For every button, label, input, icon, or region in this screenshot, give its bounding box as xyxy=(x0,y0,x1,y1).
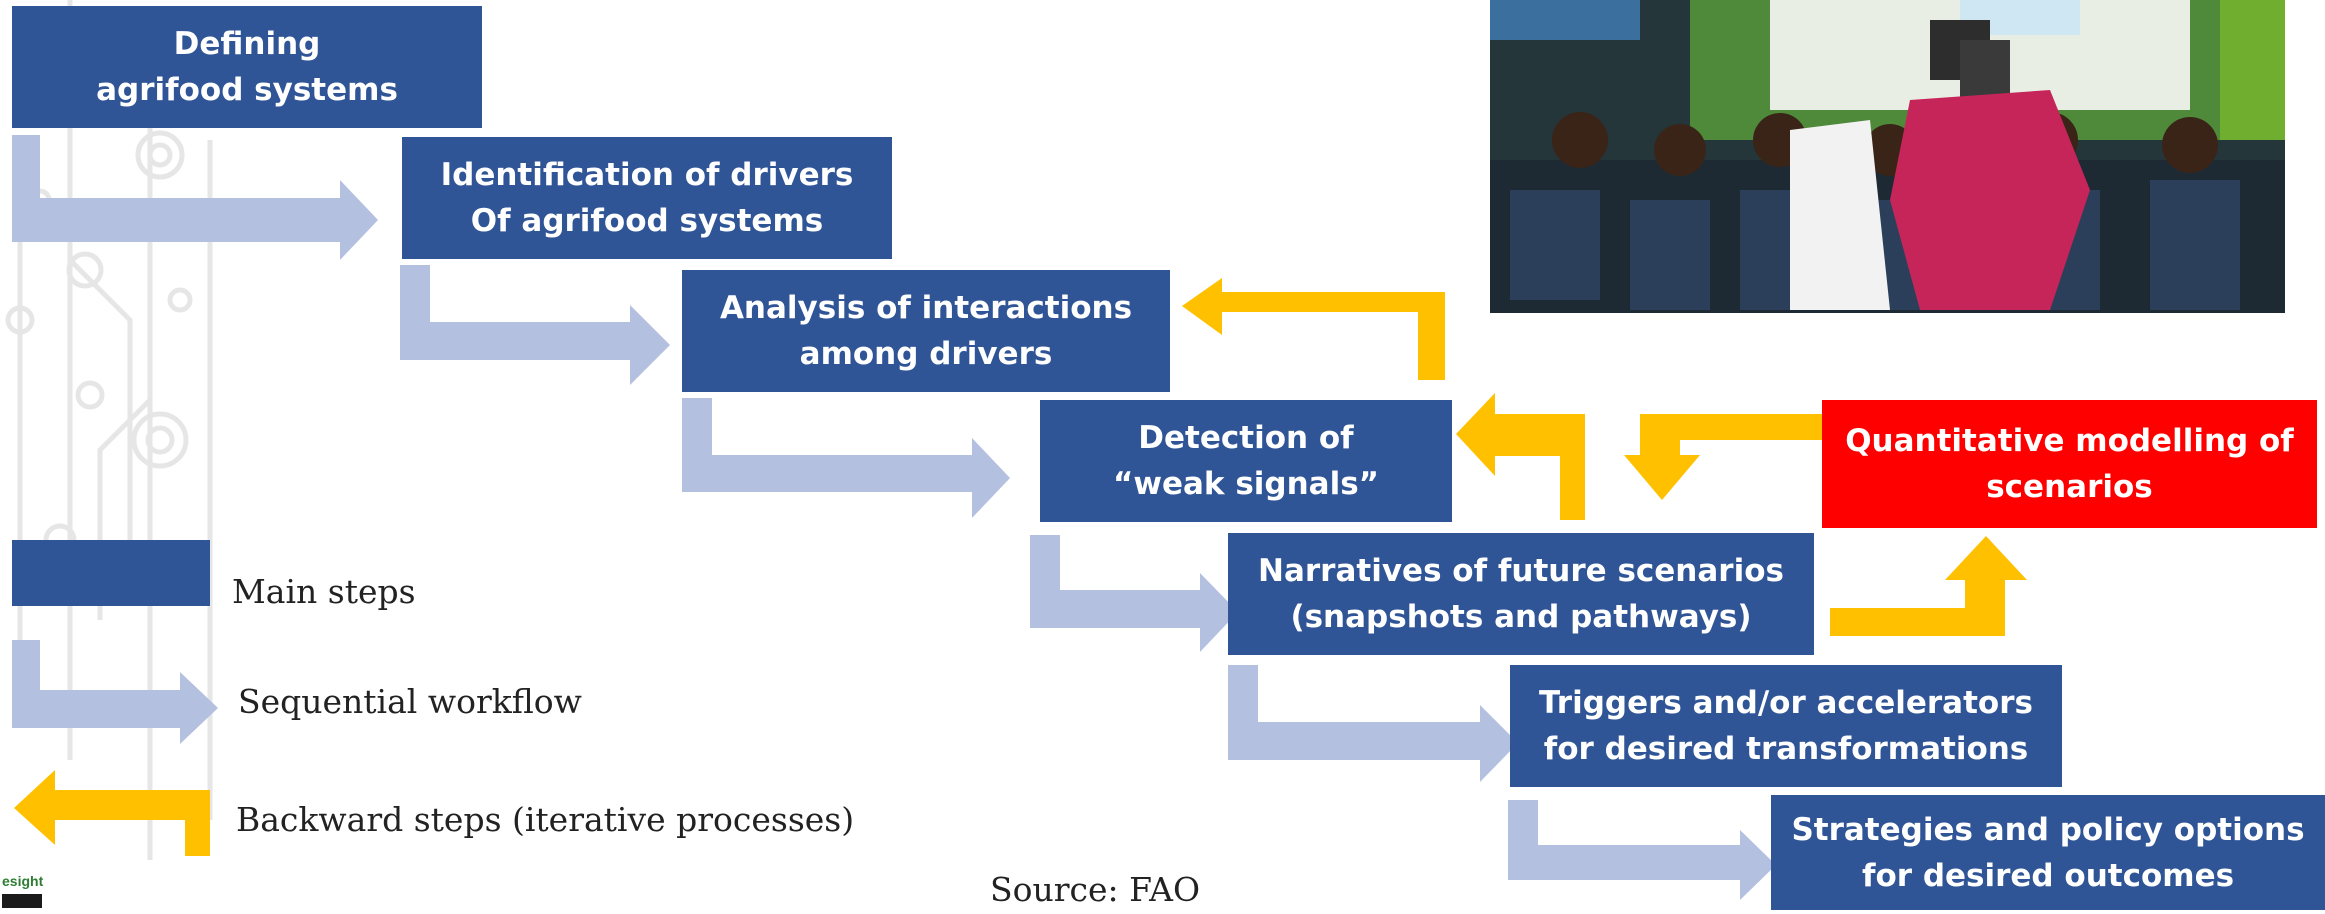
step-narratives: Narratives of future scenarios (snapshot… xyxy=(1228,533,1814,655)
forward-arrow-to-quantitative xyxy=(1830,536,2027,636)
source-caption: Source: FAO xyxy=(990,870,1201,909)
sequential-arrow-3 xyxy=(682,398,1010,518)
sequential-arrow-6 xyxy=(1508,800,1776,900)
conference-photo-image xyxy=(1490,0,2285,313)
step-weak-signals: Detection of “weak signals” xyxy=(1040,400,1452,522)
sequential-arrow-5 xyxy=(1228,665,1518,782)
legend-backward-arrow xyxy=(14,770,210,856)
legend-sequential-arrow xyxy=(12,640,218,744)
legend-main-steps-label: Main steps xyxy=(232,572,416,611)
step-drivers: Identification of drivers Of agrifood sy… xyxy=(402,137,892,259)
sequential-arrow-1 xyxy=(12,135,378,260)
backward-arrow-interactions xyxy=(1182,278,1445,380)
foresight-logo: esight xyxy=(0,872,62,910)
step-defining: Defining agrifood systems xyxy=(12,6,482,128)
legend-backward-label: Backward steps (iterative processes) xyxy=(236,800,855,839)
svg-text:esight: esight xyxy=(2,873,44,889)
conference-photo xyxy=(1490,0,2285,313)
down-arrow-from-quantitative xyxy=(1624,414,1845,500)
foresight-logo-mark: esight xyxy=(2,873,44,908)
step-strategies: Strategies and policy options for desire… xyxy=(1771,795,2325,910)
step-interactions: Analysis of interactions among drivers xyxy=(682,270,1170,392)
legend-sequential-label: Sequential workflow xyxy=(238,682,582,721)
step-triggers: Triggers and/or accelerators for desired… xyxy=(1510,665,2062,787)
legend-main-steps-swatch xyxy=(12,540,210,606)
sequential-arrow-2 xyxy=(400,265,670,385)
backward-arrow-weak-signals xyxy=(1456,393,1585,520)
step-quantitative: Quantitative modelling of scenarios xyxy=(1822,400,2317,528)
sequential-arrow-4 xyxy=(1030,535,1238,652)
